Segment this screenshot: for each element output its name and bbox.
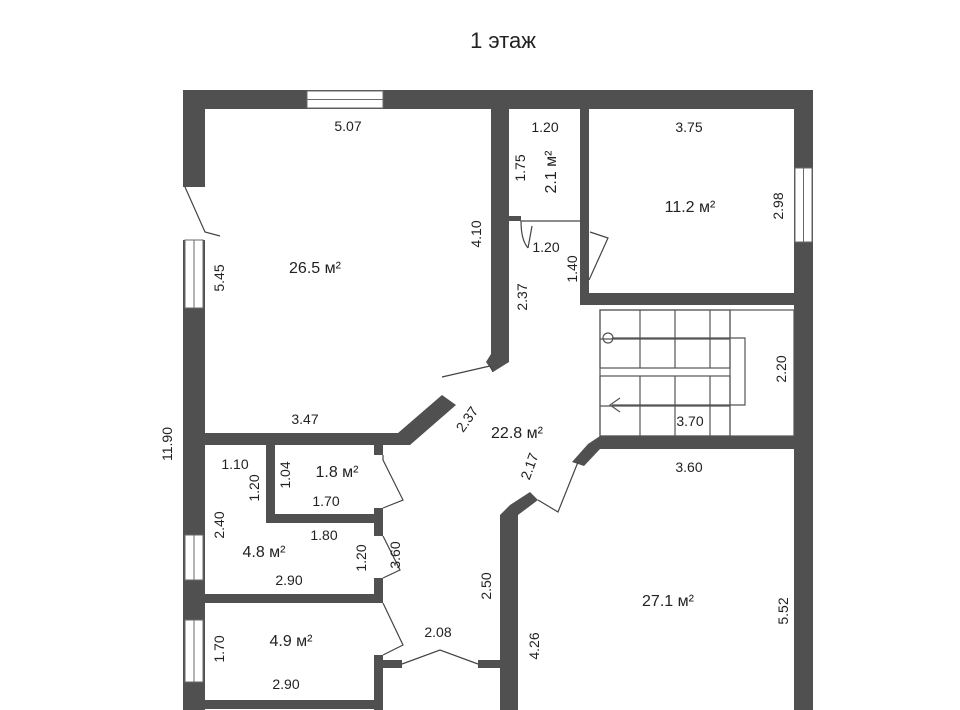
dim-2-37-vertical: 2.37 [514, 283, 530, 310]
dim-3-60-room-g: 3.60 [675, 459, 702, 475]
wall-room-b-right [580, 105, 589, 300]
dim-1-70-closet: 1.70 [312, 493, 339, 509]
dim-2-50: 2.50 [478, 572, 494, 599]
dim-3-75: 3.75 [675, 119, 702, 135]
wall-small-rooms-right [374, 445, 383, 455]
entrance-door [184, 186, 221, 237]
dim-5-45: 5.45 [211, 264, 227, 291]
dim-4-10: 4.10 [468, 220, 484, 247]
dim-1-20-door: 1.20 [532, 239, 559, 255]
wall-closet-right [374, 508, 383, 536]
dim-1-20-room-e: 1.20 [353, 544, 369, 571]
area-hall: 22.8 м² [491, 425, 544, 442]
area-room-d: 1.8 м² [315, 464, 359, 481]
dim-3-70: 3.70 [676, 413, 703, 429]
wall-room-e-bottom [200, 594, 383, 603]
door-corridor-bottom [401, 649, 479, 665]
door-room-e [382, 535, 401, 579]
wall-room-g-top [600, 436, 813, 449]
dim-3-47: 3.47 [291, 411, 318, 427]
dim-2-90-room-f: 2.90 [272, 676, 299, 692]
wall-room-g-left [500, 515, 518, 710]
dim-1-20-left: 1.20 [246, 474, 262, 501]
door-room-c [588, 231, 609, 281]
dim-3-60-door: 3.60 [387, 541, 403, 568]
wall-room-f-right [374, 655, 383, 710]
dim-2-17: 2.17 [517, 451, 541, 482]
area-room-g: 27.1 м² [642, 593, 695, 610]
door-room-f [382, 602, 404, 656]
door-room-g [537, 461, 579, 513]
wall-room-e-right [374, 578, 383, 603]
dim-2-40: 2.40 [211, 511, 227, 538]
entrance-opening [183, 187, 205, 240]
door-room-a [441, 365, 494, 378]
dim-11-90: 11.90 [159, 427, 175, 461]
dim-1-20-top: 1.20 [531, 119, 558, 135]
area-room-e: 4.8 м² [242, 544, 286, 561]
area-room-b: 2.1 м² [543, 150, 560, 194]
door-closet [382, 455, 404, 509]
wall-closet-left [266, 445, 275, 520]
wall-room-a-bottom [200, 433, 405, 445]
dim-1-10: 1.10 [221, 456, 248, 472]
outer-wall-left [183, 90, 205, 710]
wall-corridor-bottom-left [374, 660, 402, 668]
dim-1-75: 1.75 [512, 154, 528, 181]
staircase [599, 309, 795, 437]
dim-2-90-room-e: 2.90 [275, 572, 302, 588]
floor-title: 1 этаж [470, 28, 536, 53]
wall-stair-diagonal [572, 436, 600, 466]
dim-4-26: 4.26 [526, 632, 542, 659]
outer-wall-right [794, 90, 813, 710]
wall-room-a-diagonal [398, 395, 456, 445]
dim-5-52: 5.52 [775, 597, 791, 624]
wall-room-a-right [491, 105, 509, 360]
wall-closet-bottom [266, 514, 383, 523]
wall-room-b-bottom [509, 216, 521, 221]
wall-room-g-diagonal [500, 492, 538, 515]
wall-room-f-bottom [200, 700, 383, 709]
wall-corridor-bottom-right [478, 660, 500, 668]
area-room-c: 11.2 м² [665, 199, 716, 216]
dim-2-98: 2.98 [770, 192, 786, 219]
dim-1-04: 1.04 [277, 461, 293, 488]
dim-1-40: 1.40 [564, 255, 580, 282]
wall-hall-diagonal-top [486, 354, 509, 372]
dim-5-07: 5.07 [334, 118, 361, 134]
dim-2-37-diagonal: 2.37 [453, 403, 482, 435]
area-room-f: 4.9 м² [269, 633, 313, 650]
area-room-a: 26.5 м² [289, 260, 342, 277]
wall-stair-top [580, 293, 813, 305]
dim-1-80: 1.80 [310, 527, 337, 543]
door-room-b [520, 220, 580, 249]
dim-2-08: 2.08 [424, 624, 451, 640]
dim-2-20: 2.20 [773, 355, 789, 382]
dim-1-70-room-f: 1.70 [211, 635, 227, 662]
